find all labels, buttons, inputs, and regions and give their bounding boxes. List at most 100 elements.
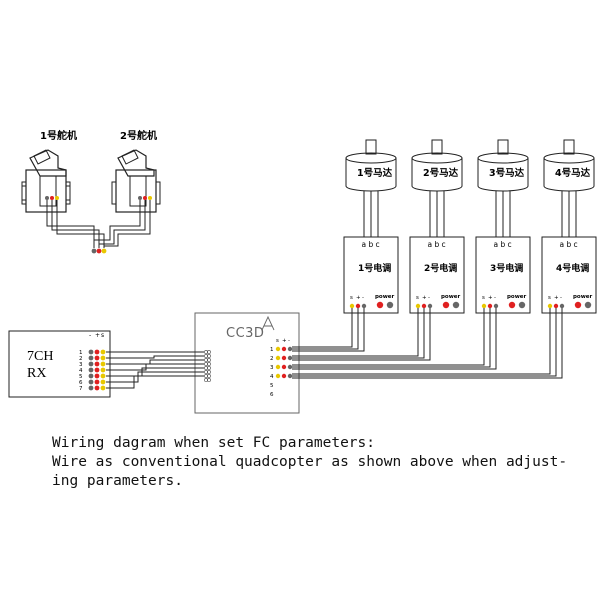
- receiver-channel-label: 2: [79, 356, 83, 362]
- controller-output-pin: [275, 364, 281, 370]
- controller-to-esc-wires: [292, 308, 563, 379]
- esc-phase-label: b: [435, 240, 440, 249]
- esc-pin-label: -: [494, 295, 496, 301]
- esc-phase-label: c: [376, 240, 380, 249]
- servo-connector-negative: [91, 248, 97, 254]
- servo-connector-signal: [101, 248, 107, 254]
- receiver-header-2: s: [101, 332, 104, 339]
- esc-pin-label: +: [554, 295, 559, 301]
- controller-output-label: 6: [270, 392, 274, 398]
- esc-pin-label: -: [428, 295, 430, 301]
- receiver-header-0: -: [89, 332, 91, 339]
- motor-body: [477, 158, 529, 192]
- esc-signal-pin: [361, 303, 367, 309]
- esc-phase-label: b: [501, 240, 506, 249]
- receiver-channel-label: 7: [79, 386, 83, 392]
- esc-power-negative: [386, 301, 394, 309]
- esc-phase-label: c: [508, 240, 512, 249]
- receiver-pin: [88, 355, 94, 361]
- controller-output-label: 3: [270, 365, 274, 371]
- fc-esc-wire: [292, 308, 353, 348]
- rx-fc-wire: [106, 359, 204, 365]
- motor-label: 3号马达: [489, 167, 525, 179]
- controller-header-1: +: [282, 338, 287, 344]
- receiver-pin: [100, 361, 106, 367]
- controller-pin-header: s+-: [276, 338, 290, 344]
- controller-name: CC3D: [226, 326, 264, 341]
- esc-signal-pin: [427, 303, 433, 309]
- motor-body: [543, 158, 595, 192]
- motor-shaft: [365, 139, 377, 155]
- receiver-channel-label: 1: [79, 350, 83, 356]
- receiver-pin: [88, 373, 94, 379]
- esc-power-positive: [574, 301, 582, 309]
- controller-output-pin: [287, 364, 293, 370]
- esc-power-positive: [508, 301, 516, 309]
- controller-input-pins: [204, 350, 211, 382]
- esc-phase-label: a: [560, 240, 565, 249]
- controller-input-pin: [207, 350, 211, 354]
- fc-esc-wire: [292, 308, 485, 366]
- esc-pin-label: s: [548, 295, 551, 301]
- controller-header-0: s: [276, 338, 279, 344]
- controller-input-pin: [207, 378, 211, 382]
- receiver-channel-label: 4: [79, 368, 83, 374]
- caption: Wiring dagram when set FC parameters: Wi…: [52, 434, 572, 491]
- esc-power-label: power: [573, 294, 593, 300]
- controller-output-pin: [287, 355, 293, 361]
- esc-phase-label: a: [362, 240, 367, 249]
- receiver-channel-label: 6: [79, 380, 83, 386]
- receiver-pin: [100, 373, 106, 379]
- motor-shaft: [497, 139, 509, 155]
- fc-esc-wire: [292, 308, 563, 379]
- esc-pin-label: s: [350, 295, 353, 301]
- receiver-channel-label: 5: [79, 374, 83, 380]
- receiver-pin: [100, 367, 106, 373]
- controller-output-pin: [281, 364, 287, 370]
- fc-esc-wire: [292, 308, 431, 361]
- motor-body: [345, 158, 397, 192]
- receiver-pin: [94, 373, 100, 379]
- receiver-pin: [94, 367, 100, 373]
- receiver-pin: [100, 349, 106, 355]
- esc-label: 2号电调: [424, 262, 457, 274]
- esc-signal-pin: [415, 303, 421, 309]
- controller-output-pin: [275, 346, 281, 352]
- fc-esc-wire: [292, 308, 419, 357]
- esc-label: 3号电调: [490, 262, 523, 274]
- esc-signal-pin: [493, 303, 499, 309]
- esc-signal-pin: [547, 303, 553, 309]
- servo-2: 2号舵机: [111, 129, 161, 213]
- servo-1: 1号舵机: [21, 129, 77, 213]
- receiver-pin: [100, 385, 106, 391]
- receiver-pin: [100, 379, 106, 385]
- caption-line-3: ing parameters.: [52, 473, 183, 489]
- servo-2-label: 2号舵机: [120, 129, 157, 142]
- controller-input-pin: [207, 374, 211, 378]
- esc-signal-pin: [421, 303, 427, 309]
- controller-output-pin: [281, 355, 287, 361]
- receiver-pin: [88, 349, 94, 355]
- esc-power-negative: [452, 301, 460, 309]
- caption-line-1: Wiring dagram when set FC parameters:: [52, 435, 376, 451]
- receiver-pin: [94, 385, 100, 391]
- fc-esc-wire: [292, 308, 425, 359]
- receiver-pin: [94, 361, 100, 367]
- esc-signal-pin: [487, 303, 493, 309]
- receiver-pin: [88, 385, 94, 391]
- rx-fc-wire: [106, 355, 204, 359]
- servo-1-label: 1号舵机: [40, 129, 77, 142]
- rx-fc-wire: [106, 371, 204, 383]
- esc-pin-label: +: [488, 295, 493, 301]
- receiver-pin: [94, 355, 100, 361]
- controller-header-2: -: [288, 338, 290, 344]
- esc-power-positive: [376, 301, 384, 309]
- controller-output-label: 1: [270, 347, 274, 353]
